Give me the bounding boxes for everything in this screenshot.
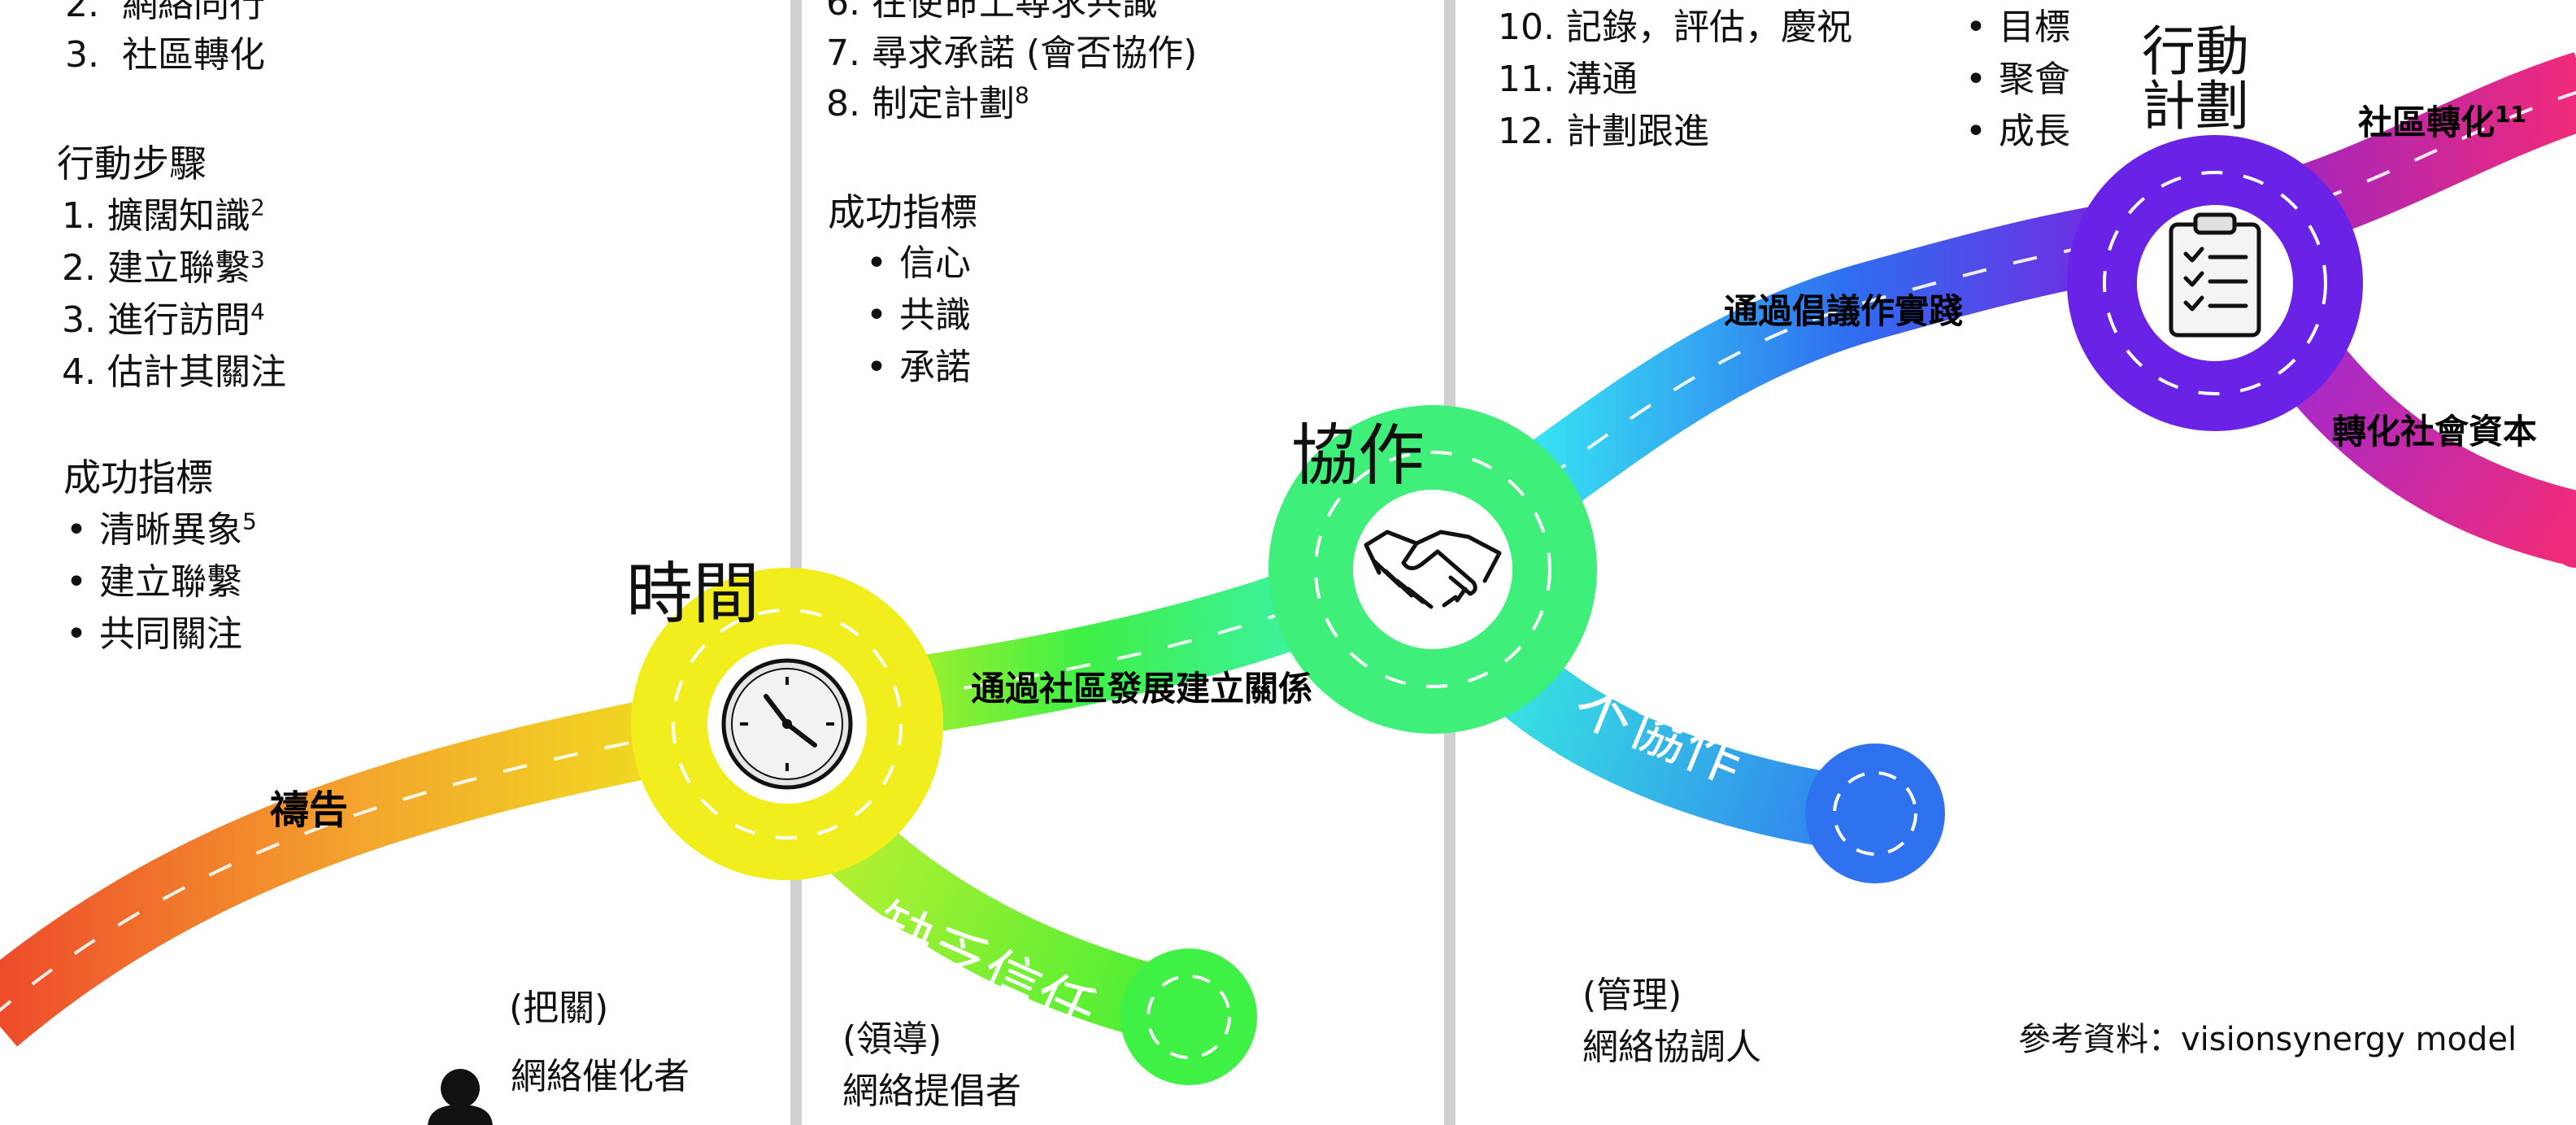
branch-no-trust-end	[1120, 948, 1257, 1085]
col2-role-paren: (領導)	[842, 1018, 942, 1060]
clock-icon	[721, 658, 853, 790]
col1-step-2: 2. 建立聯繫3	[62, 246, 265, 289]
col2-item-8: 8. 制定計劃8	[826, 81, 1029, 124]
label-social-capital: 轉化社會資本	[2332, 412, 2538, 451]
col3-bullet-1: 目標	[1953, 10, 2070, 46]
col3-bullet-2: 聚會	[1953, 62, 2070, 98]
col2-item-6: 6. 在使命上尋求共識	[826, 0, 1158, 24]
col1-step-1: 1. 擴闊知識2	[62, 194, 265, 237]
col2-role-name: 網絡提倡者	[842, 1070, 1021, 1112]
col2-success-2: 共識	[854, 298, 971, 334]
col3-role-paren: (管理)	[1582, 975, 1682, 1016]
col1-item-2: 2. 網絡同行	[65, 0, 265, 25]
col2-success-3: 承諾	[854, 350, 971, 386]
reference-note: 參考資料：visionsynergy model	[2018, 1021, 2517, 1058]
col1-success-2: 建立聯繫	[54, 565, 242, 600]
person-icon	[428, 1069, 493, 1125]
col1-role-name: 網絡催化者	[511, 1056, 690, 1097]
branch-no-cooperate-end	[1805, 743, 1945, 883]
col2-item-7: 7. 尋求承諾 (會否協作)	[826, 33, 1198, 74]
col3-role-name: 網絡協調人	[1582, 1027, 1761, 1068]
label-prayer: 禱告	[270, 787, 349, 833]
branch-social-capital-road	[2262, 320, 2576, 565]
col1-success-3: 共同關注	[54, 617, 242, 652]
clipboard-checklist-icon	[2169, 212, 2261, 338]
col1-step-3: 3. 進行訪問4	[62, 298, 265, 341]
label-advocacy: 通過倡議作實踐	[1724, 291, 1964, 331]
col3-item-11: 11. 溝通	[1498, 59, 1638, 100]
col1-item-3: 3. 社區轉化	[65, 34, 265, 76]
label-community-transformation: 社區轉化11	[2358, 101, 2526, 142]
col3-bullet-3: 成長	[1953, 114, 2070, 150]
col2-success-title: 成功指標	[828, 190, 977, 234]
col1-success-title: 成功指標	[63, 456, 213, 499]
col1-steps-title: 行動步驟	[57, 142, 207, 185]
node-action-plan-label: 行動計劃	[2142, 20, 2249, 138]
node-time-label: 時間	[626, 556, 760, 633]
col3-item-12: 12. 計劃跟進	[1498, 111, 1709, 152]
col3-item-10: 10. 記錄，評估，慶祝	[1498, 7, 1852, 48]
node-cooperate-label: 協作	[1291, 417, 1425, 495]
col1-role-paren: (把關)	[509, 988, 609, 1029]
col1-success-1: 清晰異象5	[54, 510, 257, 548]
label-community-development: 通過社區發展建立關係	[971, 669, 1313, 709]
col2-success-1: 信心	[854, 246, 971, 281]
handshake-icon	[1364, 530, 1502, 609]
col1-step-4: 4. 估計其關注	[62, 351, 286, 393]
